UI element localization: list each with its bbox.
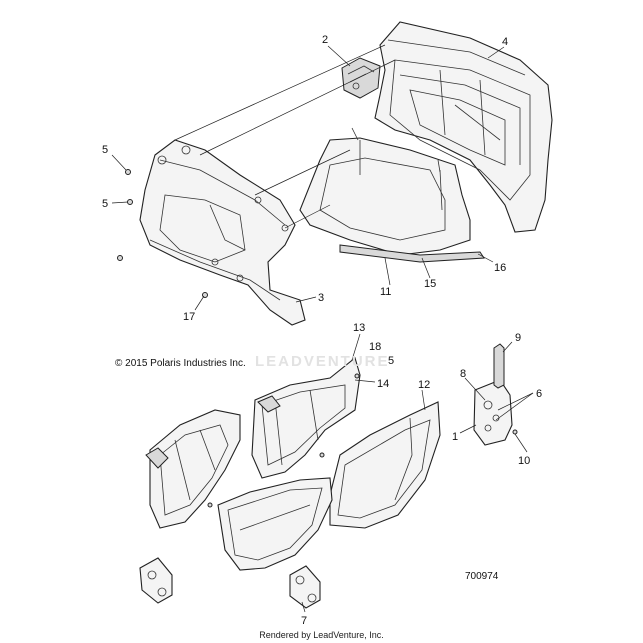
callout-1: 1 [452,431,458,443]
callout-9: 8 [460,368,466,380]
callout-7: 6 [536,388,542,400]
callout-4: 4 [502,36,508,48]
callout-3: 3 [318,292,324,304]
door-skin-lower [217,477,333,571]
callout-19: 18 [369,341,381,353]
callout-11: 10 [518,455,530,467]
part-13-door-skin [329,401,441,529]
callout-13: 12 [418,379,430,391]
callout-12: 11 [380,286,391,298]
copyright-text: © 2015 Polaris Industries Inc. [115,358,246,369]
diagram-id: 700974 [465,571,499,582]
callout-17: 16 [494,262,506,274]
part-8-hinge-left [139,557,173,604]
part-10-pin [493,343,505,389]
footer-credit: Rendered by LeadVenture, Inc. [259,630,384,640]
part-3-front-frame [139,139,306,326]
callout-2: 2 [322,34,328,46]
callout-18: 17 [183,311,195,323]
callout-5-lower: 5 [388,355,394,367]
part-4-rear-panel [374,21,553,233]
callout-15: 14 [377,378,389,390]
callout-5: 5 [102,144,108,156]
callout-10: 9 [515,332,521,344]
callouts: 4 2 5 5 3 17 11 15 16 13 18 5 14 12 9 8 … [102,34,542,627]
callout-14: 13 [353,322,365,334]
part-16-17-strip [339,244,485,263]
callout-6: 5 [102,198,108,210]
part-12-door-frame [299,127,471,256]
watermark: LEADVENTURE [255,353,390,370]
fasteners [117,169,518,508]
callout-16: 15 [424,278,436,290]
leader-lines [111,45,534,613]
part-8-hinge-right [289,565,321,609]
part-14-15-door-frame [251,357,361,479]
callout-8: 7 [301,615,307,627]
door-panel-left [145,409,241,529]
assembly-lines [174,44,396,229]
